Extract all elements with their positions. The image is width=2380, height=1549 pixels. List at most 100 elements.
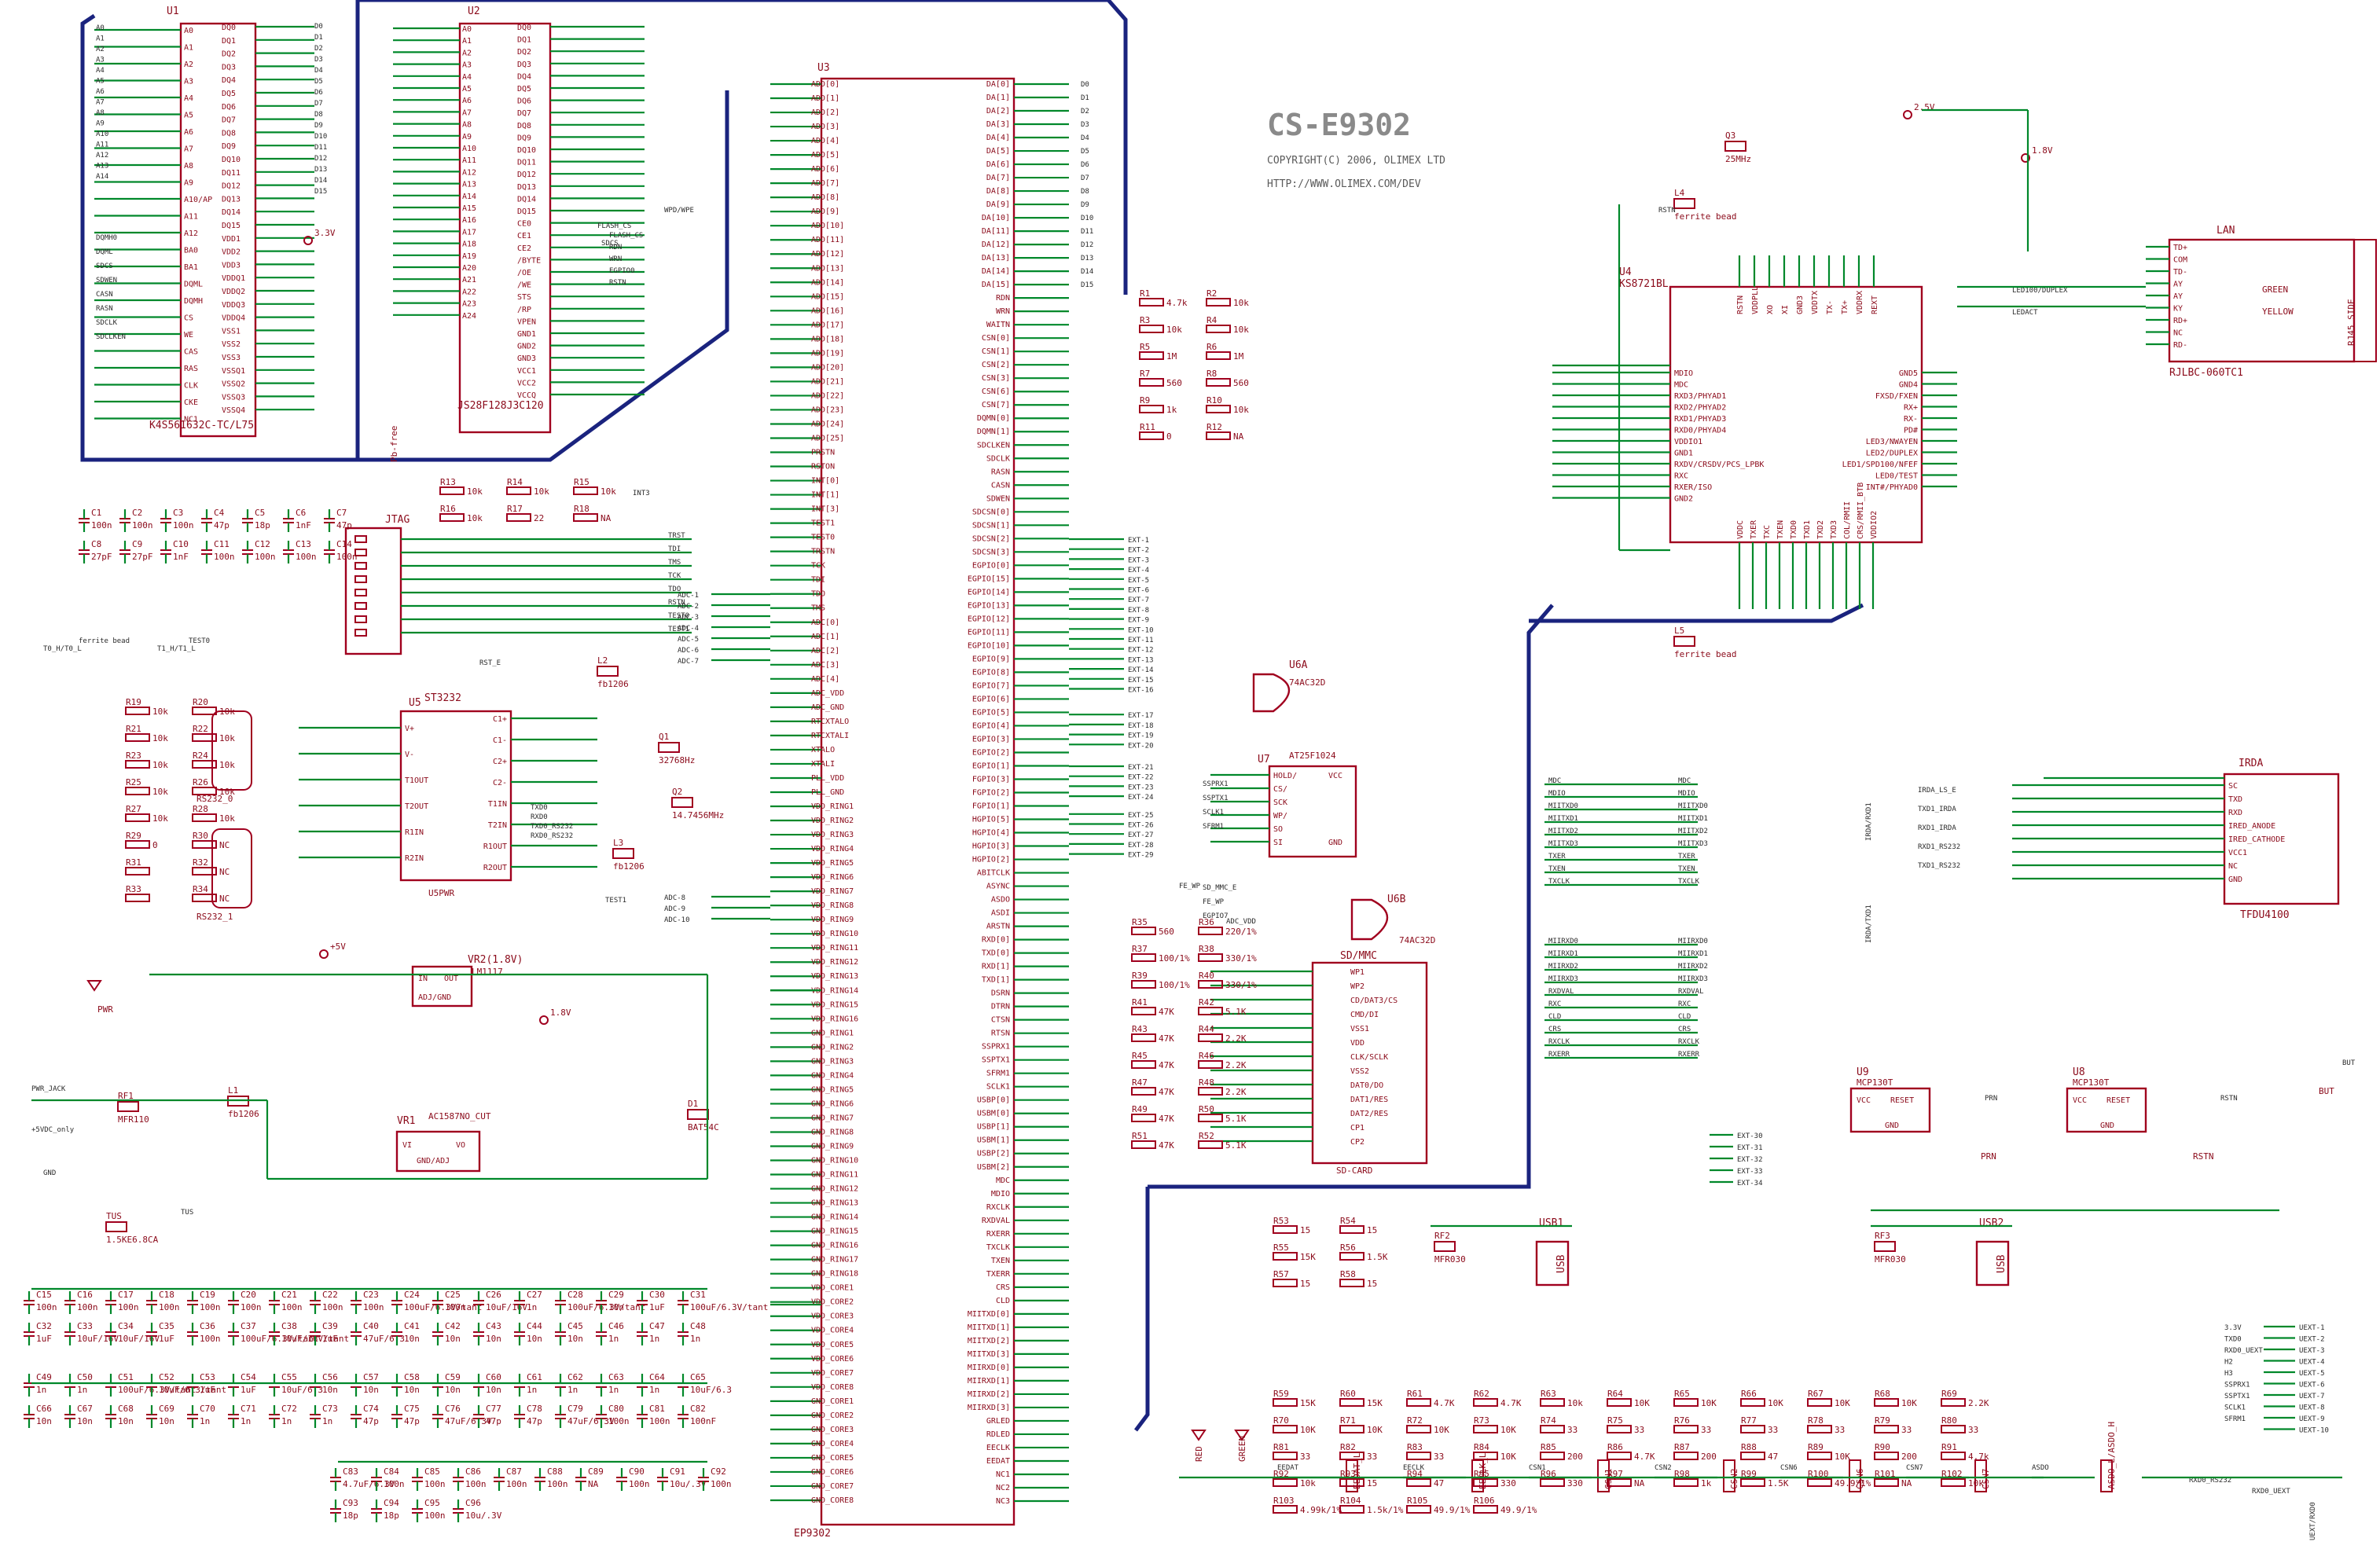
- capacitor-value: 100n: [132, 520, 153, 530]
- capacitor-ref: C62: [567, 1372, 583, 1382]
- u3-pin-label: RXERR: [986, 1230, 1011, 1239]
- misc-component-ref: Q3: [1725, 130, 1735, 141]
- bottom-chip-cap: [1723, 1459, 1735, 1492]
- capacitor-ref: C47: [649, 1321, 665, 1331]
- capacitor-ref: C88: [547, 1466, 563, 1477]
- u5-pin-label: R2OUT: [483, 864, 507, 872]
- u1-net-label: DQMH0: [96, 234, 117, 242]
- sd-pin-label: WP2: [1350, 982, 1364, 991]
- capacitor-ref: C15: [36, 1290, 52, 1300]
- u5-net-label: TXD0_RS232: [531, 823, 573, 831]
- sd-pin-label: CP1: [1350, 1124, 1364, 1132]
- u2-pin-label: A8: [462, 121, 472, 130]
- ext-label: EXT-7: [1128, 596, 1149, 604]
- vr1-part: AC1587NO_CUT: [428, 1111, 491, 1121]
- u7-net-label: SSPTX1: [1203, 795, 1229, 802]
- resistor-value: 5.1K: [1225, 1007, 1247, 1017]
- u3-pin-label: ADD[23]: [811, 406, 844, 414]
- capacitor-value: 100n: [608, 1416, 630, 1426]
- u3-pin-label: EGPIO[9]: [972, 655, 1010, 663]
- u3-pin-label: VDD_RING7: [811, 887, 854, 896]
- adc-label: ADC-5: [678, 636, 699, 644]
- resistor-value: 10k: [152, 787, 168, 797]
- resistor-body: [192, 867, 217, 875]
- capacitor-ref: C19: [200, 1290, 215, 1300]
- resistor-ref: R38: [1199, 944, 1214, 954]
- u3-pin-label: ASDO: [991, 896, 1010, 905]
- adc-label: ADC-7: [678, 658, 699, 666]
- capacitor-value: 100n: [214, 552, 235, 562]
- u3-pin-label: ADD[21]: [811, 377, 844, 386]
- misc-component-body: [1673, 636, 1695, 647]
- resistor-ref: R40: [1199, 971, 1214, 981]
- bottom-net-label: EECLK: [1403, 1464, 1425, 1472]
- u3-pin-label: RDLED: [986, 1430, 1010, 1439]
- capacitor-value: 10uF/16V: [486, 1302, 527, 1312]
- u2-pin-label: A11: [462, 156, 476, 165]
- resistor-body: [1139, 298, 1164, 306]
- u1-pin-label: CS: [184, 314, 193, 323]
- u9-part: MCP130T: [1857, 1077, 1893, 1088]
- resistor-body: [192, 894, 217, 902]
- uext-net-label: SSPRX1: [2224, 1382, 2250, 1389]
- vr2-out: OUT: [444, 975, 458, 983]
- u1-net-label: A8: [96, 109, 105, 117]
- resistor-ref: R61: [1407, 1389, 1423, 1399]
- u3-pin-label: TXCLK: [986, 1243, 1010, 1252]
- ext-label: EXT-25: [1128, 812, 1154, 820]
- mii-net-left: MDIO: [1548, 790, 1566, 798]
- u3-pin-label: ADD[9]: [811, 207, 839, 216]
- u3-net-label: D14: [1081, 268, 1093, 276]
- u1-net-label: RASN: [96, 305, 113, 313]
- u3-pin-label: WAITN: [986, 321, 1010, 329]
- u3-pin-label: INT[3]: [811, 505, 839, 514]
- resistor-ref: R19: [126, 697, 141, 707]
- resistor-body: [1406, 1478, 1431, 1487]
- resistor-value: 4.7K: [1500, 1398, 1522, 1408]
- resistor-ref: R104: [1340, 1496, 1361, 1506]
- jtag-pin: [354, 535, 367, 543]
- resistor-body: [1941, 1425, 1966, 1433]
- capacitor-ref: C55: [281, 1372, 297, 1382]
- adc-label: ADC-6: [678, 647, 699, 655]
- bottom-chip-cap: [1849, 1459, 1861, 1492]
- u2-pin-label: A18: [462, 240, 476, 249]
- u4-pin-label: RXD0/PHYAD4: [1674, 427, 1726, 435]
- capacitor-value: 100uF/6.3V/tant: [567, 1302, 645, 1312]
- irda-part: TFDU4100: [2240, 909, 2290, 921]
- capacitor-value: 1uF: [322, 1334, 338, 1344]
- ext-label: EXT-34: [1737, 1180, 1763, 1187]
- u3-pin-label: ADD[0]: [811, 80, 839, 89]
- misc-component-ref: L1: [228, 1085, 238, 1096]
- resistor-ref: R95: [1474, 1469, 1489, 1479]
- u1-pin-label: DQ12: [222, 182, 241, 191]
- resistor-ref: R105: [1407, 1496, 1428, 1506]
- misc-net-label: TUS: [181, 1209, 193, 1217]
- resistor-body: [1139, 431, 1164, 440]
- u7-net-label: SD_MMC_E: [1203, 884, 1236, 892]
- u2-pin-label: DQ14: [517, 195, 536, 204]
- resistor-value: 47K: [1159, 1087, 1174, 1097]
- uext-label: UEXT-6: [2299, 1382, 2325, 1389]
- capacitor-value: 10n: [118, 1416, 134, 1426]
- led-symbol: [1191, 1430, 1207, 1441]
- resistor-body: [1273, 1505, 1298, 1514]
- resistor-body: [125, 760, 150, 769]
- u3-pin-label: GND_RING9: [811, 1142, 854, 1151]
- resistor-ref: R39: [1132, 971, 1148, 981]
- lan-pin-label: RD-: [2173, 341, 2187, 350]
- capacitor-value: 100n: [424, 1510, 446, 1521]
- vr1-vo: VO: [456, 1141, 465, 1150]
- u3-pin-label: ADD[12]: [811, 250, 844, 259]
- capacitor-ref: C91: [670, 1466, 685, 1477]
- capacitor-value: 10uF/16V: [118, 1334, 160, 1344]
- capacitor-ref: C95: [424, 1498, 440, 1508]
- resistor-value: 560: [1159, 927, 1174, 937]
- resistor-body: [125, 787, 150, 795]
- jtag-net-label: TEST0: [668, 612, 689, 620]
- u1-right-pins: DQ0DQ1DQ2DQ3DQ4DQ5DQ6DQ7DQ8DQ9DQ10DQ11DQ…: [222, 24, 314, 415]
- capacitor-ref: C90: [629, 1466, 645, 1477]
- u1-net-label: A0: [96, 24, 105, 32]
- resistor-body: [1406, 1425, 1431, 1433]
- u1-pin-label: VDDQ3: [222, 301, 245, 310]
